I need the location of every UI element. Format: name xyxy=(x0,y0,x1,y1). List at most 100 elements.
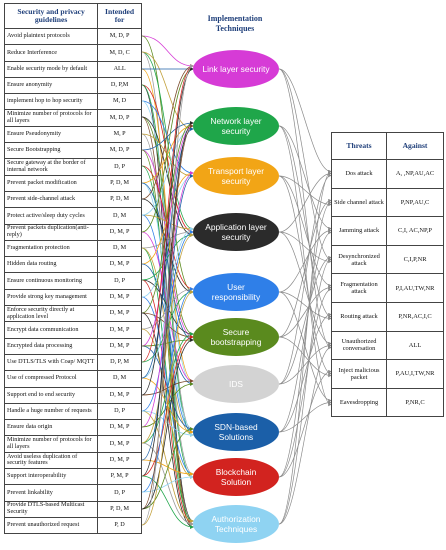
guideline-connector xyxy=(141,35,194,68)
guideline-intended: D, M xyxy=(97,207,142,225)
guideline-text: Ensure Pseudonymity xyxy=(3,125,99,144)
guideline-text: Secure Bootstrapping xyxy=(3,142,99,160)
threats-header-row: Threats Against xyxy=(330,132,444,160)
guideline-connector xyxy=(141,214,194,231)
threat-against: C,I, AC,NP,P xyxy=(386,216,444,246)
threat-connector xyxy=(278,175,332,376)
threat-connector xyxy=(278,345,332,525)
guideline-text: Fragmentation protection xyxy=(3,239,99,258)
guideline-text: Ensure anonymity xyxy=(3,76,99,95)
threat-name: Eavesdropping xyxy=(330,387,388,418)
guideline-intended: D, M, P xyxy=(97,305,142,323)
guideline-text: Use of compressed Protocol xyxy=(3,370,99,388)
guideline-connector xyxy=(141,442,194,526)
guideline-connector xyxy=(141,182,194,342)
guideline-intended: M, D, P xyxy=(97,142,142,160)
guidelines-header-row: Security and privacy guidelines Intended… xyxy=(3,3,142,29)
implementation-node: SDN-based Solutions xyxy=(193,413,279,451)
guideline-text: Provide strong key management xyxy=(3,288,99,307)
threat-connector xyxy=(278,287,332,478)
implementation-node: Application layer security xyxy=(193,213,279,251)
threat-connector xyxy=(278,68,332,262)
guideline-text: Handle a huge number of requests xyxy=(3,402,99,421)
guideline-connector xyxy=(141,328,194,479)
threat-connector xyxy=(278,285,332,338)
guideline-connector xyxy=(141,410,194,523)
implementation-node: Secure bootstrapping xyxy=(193,318,279,356)
guideline-connector xyxy=(141,338,194,347)
threat-connector xyxy=(278,400,332,433)
guideline-text: Avoid useless duplication of security fe… xyxy=(3,451,99,470)
guideline-text: Hidden data routing xyxy=(3,256,99,274)
threat-connector xyxy=(278,125,332,319)
implementation-node: Link layer security xyxy=(193,50,279,88)
guideline-connector xyxy=(141,233,194,281)
threat-connector xyxy=(278,200,332,478)
guideline-connector xyxy=(141,149,194,339)
guideline-text: Provide DTLS-based Multicast Security xyxy=(3,500,99,518)
guideline-row: Minimize number of protocols for all lay… xyxy=(3,435,142,453)
implementation-node: Network layer security xyxy=(193,107,279,145)
guideline-row: Prevent packets duplication(anti-reply)D… xyxy=(3,223,142,241)
guideline-text: Ensure data origin xyxy=(3,419,99,437)
guideline-intended: M, D, P xyxy=(97,27,142,46)
threat-connector xyxy=(278,173,332,385)
guideline-text: Support interoperability xyxy=(3,468,99,486)
guideline-intended: ALL xyxy=(97,60,142,78)
guideline-connector xyxy=(141,475,194,529)
threat-against: P,I,AU,TW,NR xyxy=(386,273,444,303)
threat-connector xyxy=(278,231,332,264)
guideline-intended: D, M, P xyxy=(97,419,142,437)
guideline-text: Reduce Interference xyxy=(3,44,99,62)
guideline-intended: M, D, C xyxy=(97,44,142,62)
threat-name: Unauthorized conversation xyxy=(330,330,388,361)
guideline-connector xyxy=(141,290,194,363)
guideline-text: Avoid plaintext protocols xyxy=(3,27,99,46)
threat-connector xyxy=(278,230,332,433)
guideline-intended: D, P xyxy=(97,158,142,176)
guideline-text: Protect active/sleep duty cycles xyxy=(3,207,99,225)
guideline-connector xyxy=(141,116,194,237)
threat-name: Inject malicious packet xyxy=(330,359,388,389)
guideline-intended: P, M, P xyxy=(97,468,142,486)
guideline-text: Encrypt data communication xyxy=(3,321,99,339)
threat-connector xyxy=(278,369,332,478)
guideline-connector xyxy=(141,233,194,444)
guideline-intended: D, M, P xyxy=(97,386,142,404)
guideline-intended: D, P,M xyxy=(97,76,142,95)
implementation-node: User responsibility xyxy=(193,273,279,311)
threat-against: P,NR,C xyxy=(386,387,444,418)
threat-connector xyxy=(278,125,332,407)
guideline-text: implement hop to hop security xyxy=(3,93,99,111)
guidelines-header: Security and privacy guidelines xyxy=(3,3,99,29)
guideline-text: Use DTLS/TLS with Coap/ MQTT xyxy=(3,353,99,372)
guideline-connector xyxy=(141,124,194,510)
threat-connector xyxy=(278,171,332,233)
guideline-connector xyxy=(141,64,194,363)
threat-name: Dos attack xyxy=(330,159,388,189)
guideline-intended: M, P xyxy=(97,125,142,144)
guideline-connector xyxy=(141,124,194,184)
threat-connector xyxy=(278,228,332,293)
guideline-connector xyxy=(141,127,194,216)
guideline-text: Prevent side-channel attack xyxy=(3,190,99,209)
threat-connector xyxy=(278,255,332,385)
